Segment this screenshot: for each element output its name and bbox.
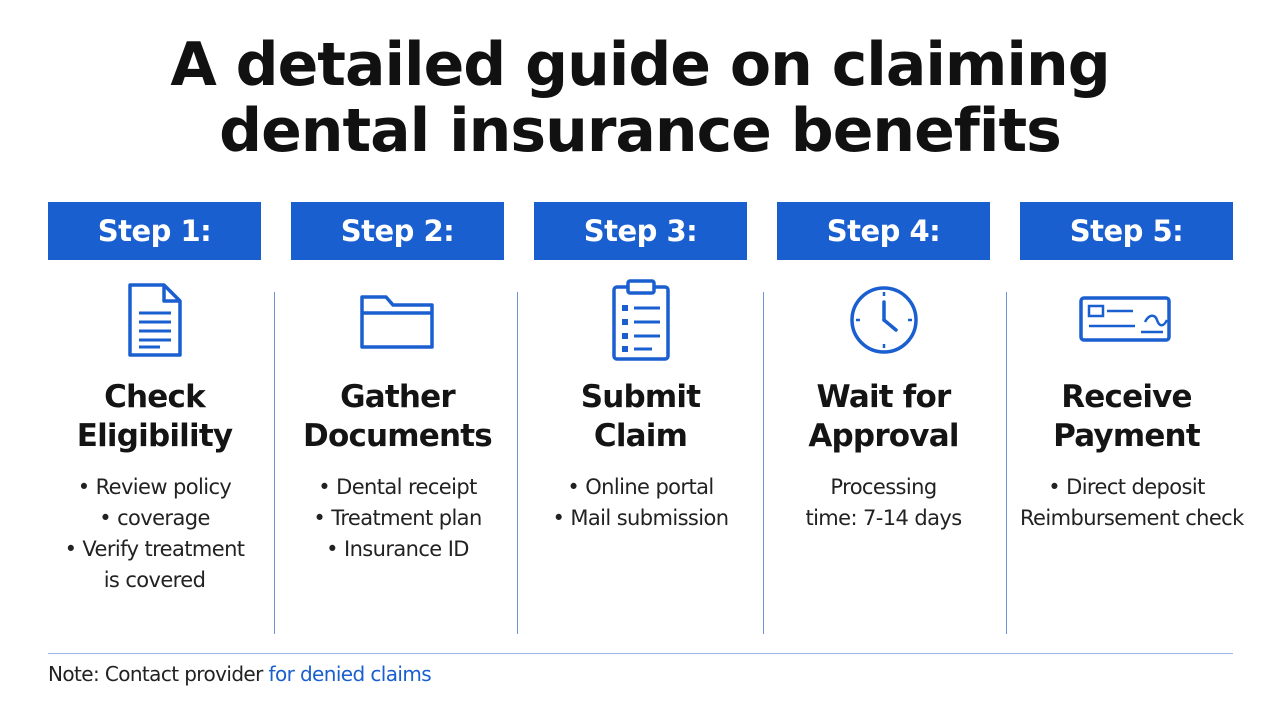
list-item: time: 7-14 days (805, 506, 962, 530)
list-item: • Treatment plan (313, 506, 482, 530)
list-item: • Online portal (567, 475, 714, 499)
column-divider (1006, 292, 1007, 634)
list-item: is covered (103, 568, 206, 592)
clipboard-icon (611, 279, 670, 361)
note-accent: for denied claims (268, 662, 432, 686)
column-divider (763, 292, 764, 634)
list-item: Processing (830, 475, 937, 499)
step-2-column: Step 2: Gather Documents • Dental receip… (291, 202, 504, 634)
list-item: • Insurance ID (326, 537, 469, 561)
step-2-header: Step 2: (291, 202, 504, 260)
step-1-column: Step 1: Check Eligibility • Review polic… (48, 202, 261, 634)
title-line-2: dental insurance benefits (219, 96, 1062, 166)
list-item: Reimbursement check (1020, 506, 1244, 530)
list-item: • Review policy (77, 475, 232, 499)
column-divider (274, 292, 275, 634)
step-1-name: Check Eligibility (76, 379, 233, 454)
list-item: • Dental receipt (318, 475, 477, 499)
document-icon (127, 283, 182, 357)
step-5-name: Receive Payment (1053, 379, 1200, 454)
folder-icon (359, 295, 434, 349)
list-item: • Verify treatment (64, 537, 245, 561)
list-item: • Mail submission (552, 506, 730, 530)
column-divider (517, 292, 518, 634)
step-2-details: • Dental receipt • Treatment plan • Insu… (291, 472, 504, 565)
title-line-1: A detailed guide on claiming (170, 30, 1110, 100)
step-5-column: Step 5: Receive Payment • Direct deposit… (1020, 202, 1244, 634)
footer-note: Note: Contact provider for denied claims (48, 660, 432, 688)
step-4-name: Wait for Approval (808, 379, 959, 454)
check-payment-icon (1078, 296, 1171, 342)
step-3-name: Submit Claim (580, 379, 701, 454)
step-1-header: Step 1: (48, 202, 261, 260)
step-3-header: Step 3: (534, 202, 747, 260)
step-5-details: • Direct deposit Reimbursement check (1020, 472, 1244, 534)
step-5-header: Step 5: (1020, 202, 1233, 260)
step-4-column: Step 4: Wait for Approval Processing tim… (777, 202, 990, 634)
page-title: A detailed guide on claiming dental insu… (0, 32, 1280, 164)
list-item: • Direct deposit (1048, 475, 1205, 499)
list-item: • coverage (99, 506, 210, 530)
step-1-details: • Review policy • coverage • Verify trea… (48, 472, 261, 596)
footer-divider (48, 653, 1233, 654)
clock-icon (849, 286, 918, 354)
step-2-name: Gather Documents (303, 379, 493, 454)
step-4-header: Step 4: (777, 202, 990, 260)
note-prefix: Note: Contact provider (48, 662, 269, 686)
step-3-details: • Online portal • Mail submission (534, 472, 747, 534)
step-3-column: Step 3: Submit Claim • Online portal • M… (534, 202, 747, 634)
step-4-details: Processing time: 7-14 days (777, 472, 990, 534)
